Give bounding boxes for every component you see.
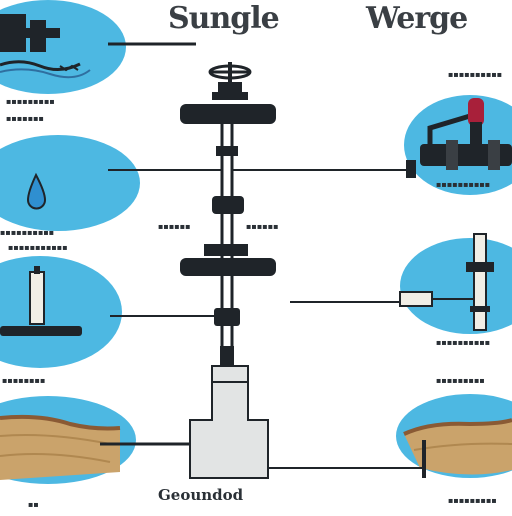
pipe-platform [180, 258, 276, 276]
title-right: Werge [366, 1, 468, 36]
label-right-2: ▪▪▪▪▪▪▪▪▪▪ [436, 338, 491, 347]
label-right-3: ▪▪▪▪▪▪▪▪▪ [436, 376, 485, 385]
soil-layer-icon [0, 396, 136, 484]
label-left-3: ▪▪▪▪▪▪▪▪ [2, 376, 46, 385]
label-left-1b: ▪▪▪▪▪▪▪ [6, 114, 44, 123]
filter-column-icon [0, 256, 122, 368]
ground-layer-icon [396, 394, 512, 478]
gauge-tube-icon [399, 233, 512, 334]
pipe-coupling [214, 308, 240, 326]
pipe-flange [212, 196, 244, 214]
label-left-1: ▪▪▪▪▪▪▪▪▪ [6, 97, 55, 106]
pipe-collar [216, 146, 238, 156]
label-right-4: ▪▪▪▪▪▪▪▪▪ [448, 496, 497, 505]
label-center-1: ▪▪▪▪▪▪ [158, 222, 191, 231]
label-left-4: ▪▪ [28, 500, 39, 509]
pipe-joint [204, 244, 248, 256]
label-left-2: ▪▪▪▪▪▪▪▪▪▪ [0, 228, 55, 237]
label-left-2b: ▪▪▪▪▪▪▪▪▪▪▪ [8, 243, 68, 252]
storage-tank-icon [189, 365, 269, 479]
bottom-label: Geoundod [158, 486, 244, 504]
title-left: Sungle [168, 1, 280, 36]
valve-pipe-icon [404, 95, 512, 195]
label-right-1: ▪▪▪▪▪▪▪▪▪▪ [448, 70, 503, 79]
label-right-1b: ▪▪▪▪▪▪▪▪▪▪ [436, 180, 491, 189]
water-drop-icon [0, 135, 140, 231]
mountain-stream-icon [0, 0, 126, 94]
tank-inlet [220, 346, 234, 368]
valve-wheel-icon [180, 62, 276, 124]
label-center-1b: ▪▪▪▪▪▪ [246, 222, 279, 231]
